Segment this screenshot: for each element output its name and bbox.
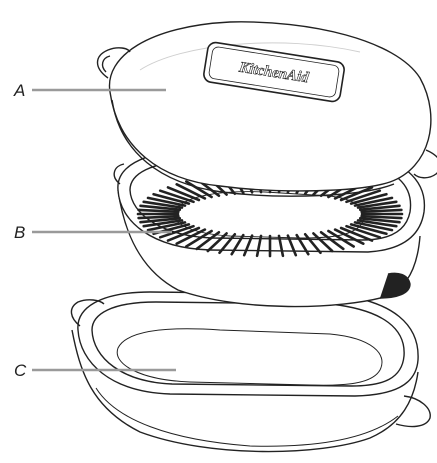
callout-label-c: C	[14, 361, 27, 380]
callout-label-b: B	[14, 223, 25, 242]
callout-label-a: A	[13, 81, 25, 100]
base-dish	[71, 292, 430, 452]
